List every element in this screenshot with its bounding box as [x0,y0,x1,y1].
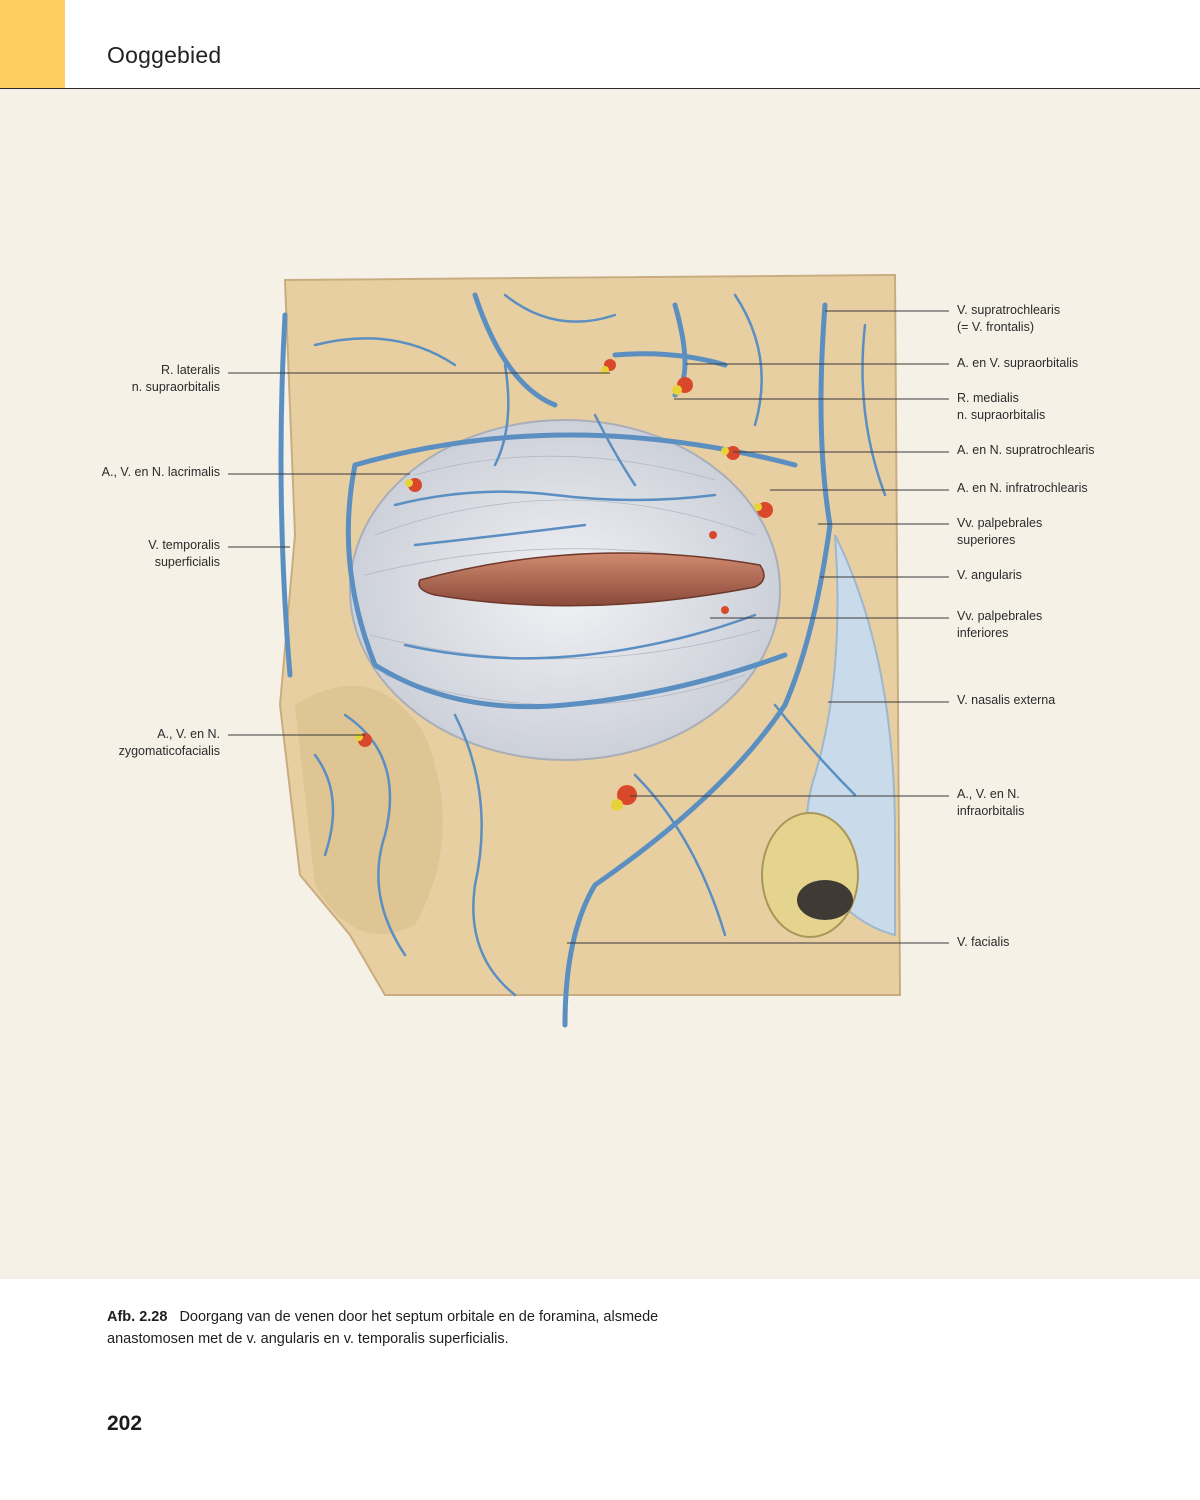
label-a-en-n-infratrochlearis: A. en N. infratrochlearis [957,481,1088,495]
eyelid [418,552,765,607]
neurovascular-bundles [355,359,773,811]
caption-text: Doorgang van de venen door het septum or… [107,1309,659,1347]
label-infraorbitalis: A., V. en N.infraorbitalis [957,787,1025,818]
label-zygomaticofacialis: A., V. en N.zygomaticofacialis [118,727,220,758]
nostril-region [761,812,859,938]
chapter-accent-tab [0,0,65,88]
label-a-en-v-supraorbitalis: A. en V. supraorbitalis [957,356,1079,370]
figure-number: Afb. 2.28 [107,1309,168,1325]
label-lacrimalis: A., V. en N. lacrimalis [101,465,220,479]
label-v-supratrochlearis: V. supratrochlearis(= V. frontalis) [957,303,1061,334]
header-rule [0,88,1200,89]
label-v-facialis: V. facialis [957,935,1010,949]
label-v-nasalis-externa: V. nasalis externa [957,693,1056,707]
cheek-shading [295,685,443,934]
chapter-title: Ooggebied [107,42,222,68]
label-v-angularis: V. angularis [957,568,1022,582]
anatomical-eye-region-veins-illustration [278,273,902,1028]
label-a-en-n-supratrochlearis: A. en N. supratrochlearis [957,443,1095,457]
page-number: 202 [107,1412,143,1435]
